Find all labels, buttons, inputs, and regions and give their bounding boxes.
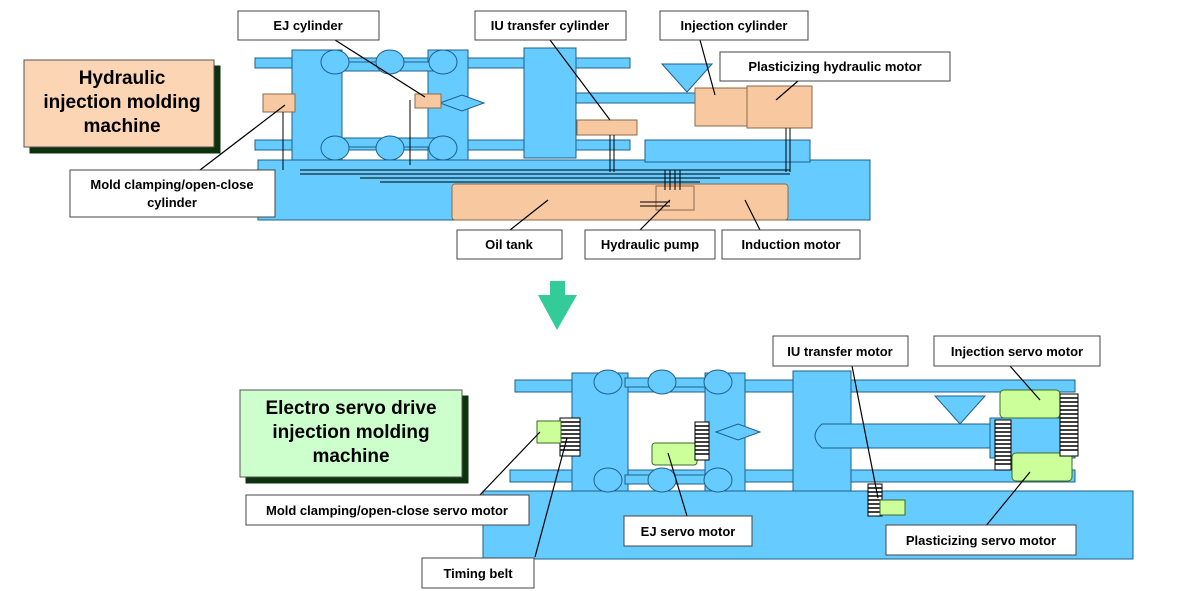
toggle-joint bbox=[703, 369, 733, 395]
injection-cylinder-label: Injection cylinder bbox=[681, 18, 788, 33]
servo-title-line: machine bbox=[312, 446, 389, 467]
mold bbox=[438, 94, 486, 112]
servo-title-line: Electro servo drive bbox=[265, 398, 436, 419]
ej-cylinder-label: EJ cylinder bbox=[273, 18, 342, 33]
toggle-joint bbox=[428, 135, 458, 161]
injection-servo-motor-label-box bbox=[933, 335, 1101, 367]
hydraulic-lines bbox=[282, 100, 791, 207]
plasticizing-hydraulic-motor-label-box bbox=[719, 51, 951, 82]
induction-motor-label-box bbox=[721, 229, 861, 260]
toggle-joint bbox=[593, 467, 623, 493]
iu-transfer-motor-label-box bbox=[772, 335, 909, 367]
mold-clamping-cylinder-label-box bbox=[69, 169, 276, 218]
servo-machine: Electro servo drive injection molding ma… bbox=[239, 335, 1134, 589]
toggle-joint bbox=[375, 135, 405, 161]
hydraulic-title-line: Hydraulic bbox=[79, 68, 166, 89]
toggle-joint bbox=[320, 49, 350, 75]
plasticizing-servo-motor-part bbox=[1011, 452, 1073, 482]
iu-transfer-motor-part bbox=[879, 499, 906, 516]
mold-clamping-cylinder bbox=[262, 93, 296, 113]
hydraulic-pump-label-box bbox=[584, 229, 716, 260]
injection-servo-motor-label: Injection servo motor bbox=[951, 344, 1083, 359]
toggle-joint bbox=[375, 49, 405, 75]
plasticizing-servo-motor-label: Plasticizing servo motor bbox=[906, 533, 1056, 548]
mold-clamping-servo-motor-label: Mold clamping/open-close servo motor bbox=[266, 503, 508, 518]
ej-cylinder-part bbox=[414, 93, 442, 109]
timing-belt-label-box bbox=[421, 557, 535, 589]
hydraulic-pump-label: Hydraulic pump bbox=[601, 237, 699, 252]
plasticizing-hydraulic-motor-part bbox=[746, 85, 813, 129]
ej-cylinder-label-box bbox=[237, 10, 380, 41]
hydraulic-title-box bbox=[23, 59, 215, 148]
mold-clamping-cylinder-label-line1: Mold clamping/open-close bbox=[90, 177, 253, 192]
iu-transfer-cylinder-label: IU transfer cylinder bbox=[491, 18, 610, 33]
hydraulic-machine: Hydraulic injection molding machine EJ c… bbox=[23, 10, 951, 260]
injection-cylinder-part bbox=[694, 87, 748, 127]
iu-transfer-motor-label: IU transfer motor bbox=[787, 344, 892, 359]
hydraulic-title-line: injection molding bbox=[43, 92, 200, 113]
iu-transfer-cylinder-label-box bbox=[474, 10, 627, 41]
injection-ledge bbox=[644, 139, 811, 163]
iu-transfer-cylinder-part bbox=[576, 119, 638, 136]
mold-clamping-servo-motor-part bbox=[536, 420, 562, 444]
hydraulic-title-line: machine bbox=[83, 116, 160, 137]
mold bbox=[714, 423, 762, 441]
oil-tank-part bbox=[451, 183, 789, 221]
servo-title-box bbox=[239, 389, 463, 478]
ej-servo-motor-label: EJ servo motor bbox=[641, 524, 736, 539]
plasticizing-hydraulic-motor-label: Plasticizing hydraulic motor bbox=[748, 59, 921, 74]
toggle-joint bbox=[647, 467, 677, 493]
induction-motor-label: Induction motor bbox=[742, 237, 841, 252]
mold-clamping-servo-motor-label-box bbox=[245, 494, 530, 526]
ej-servo-motor-part bbox=[651, 442, 698, 466]
injection-servo-motor-part bbox=[999, 389, 1061, 419]
stationary-platen bbox=[523, 47, 577, 159]
oil-tank-label: Oil tank bbox=[485, 237, 533, 252]
servo-title-line: injection molding bbox=[272, 422, 429, 443]
injection-cylinder-label-box bbox=[659, 10, 809, 41]
hopper bbox=[660, 63, 714, 93]
toggle-joint bbox=[593, 369, 623, 395]
toggle-joint bbox=[647, 369, 677, 395]
mold-clamping-cylinder-label-line2: cylinder bbox=[147, 195, 197, 210]
ej-servo-motor-label-box bbox=[623, 515, 753, 547]
timing-belt-label: Timing belt bbox=[443, 566, 513, 581]
toggle-joint bbox=[428, 49, 458, 75]
oil-tank-label-box bbox=[456, 229, 563, 260]
plasticizing-servo-motor-label-box bbox=[885, 524, 1077, 556]
down-arrow-icon bbox=[538, 281, 577, 330]
hopper bbox=[933, 395, 987, 425]
barrel bbox=[814, 423, 1001, 449]
toggle-joint bbox=[320, 135, 350, 161]
toggle-joint bbox=[703, 467, 733, 493]
